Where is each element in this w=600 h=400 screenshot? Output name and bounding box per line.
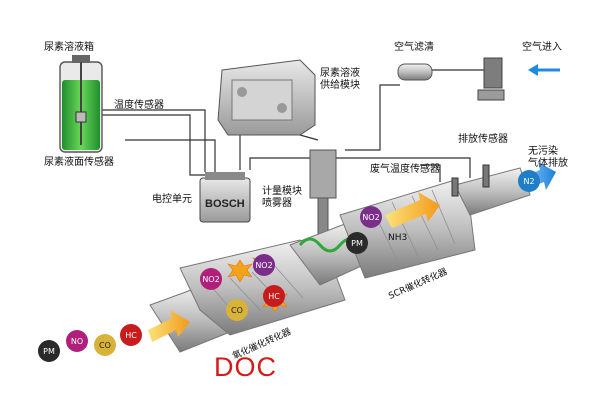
inlet-flow-arrow [148, 310, 190, 342]
ecu-brand-label: BOSCH [205, 198, 245, 210]
doc-molecule-no2: NO2 [200, 268, 222, 290]
air-filter-shape [397, 57, 505, 101]
ecu-label: 电控单元 [152, 194, 192, 205]
doc-molecule-co: CO [226, 299, 248, 321]
metering-module-label: 计量模块 喷雾器 [262, 186, 302, 209]
air-inlet-arrowhead [528, 64, 538, 76]
wiring-lines [102, 69, 485, 182]
air-filter-label: 空气滤清 [394, 42, 434, 53]
molecule-pm: PM [38, 340, 60, 362]
exhaust-temp-sensor-label: 废气温度传感器 [370, 164, 440, 175]
supply-module-shape [217, 59, 316, 136]
urea-tank-shape [59, 55, 103, 153]
supply-module-label: 尿素溶液 供给模块 [320, 68, 360, 91]
mid-flow-arrow [385, 192, 440, 228]
scr-molecule-no2: NO2 [360, 206, 382, 228]
molecule-hc: HC [120, 324, 142, 346]
doc-molecule-hc: HC [263, 285, 285, 307]
doc-title: DOC [214, 352, 277, 382]
ecu-shape [199, 172, 251, 223]
exhaust-sensor-label: 排放传感器 [458, 134, 508, 145]
dosing-module-shape [309, 149, 337, 237]
scr-nh3-label: NH3 [388, 233, 408, 243]
molecule-no: NO [66, 330, 88, 352]
level-sensor-label: 尿素液面传感器 [44, 157, 114, 168]
exhaust-sensor-shape [482, 164, 490, 188]
molecule-co: CO [94, 334, 116, 356]
urea-tank-label: 尿素溶液箱 [44, 42, 94, 53]
scr-molecule-pm: PM [346, 232, 368, 254]
temp-sensor-shape [451, 177, 459, 197]
temp-sensor-label: 温度传感器 [114, 100, 164, 111]
clean-exhaust-label: 无污染 气体排放 [528, 146, 568, 169]
exhaust-molecule-n2: N2 [518, 170, 540, 192]
doc-molecule-no2-b: NO2 [253, 254, 275, 276]
air-inlet-label: 空气进入 [522, 42, 562, 53]
